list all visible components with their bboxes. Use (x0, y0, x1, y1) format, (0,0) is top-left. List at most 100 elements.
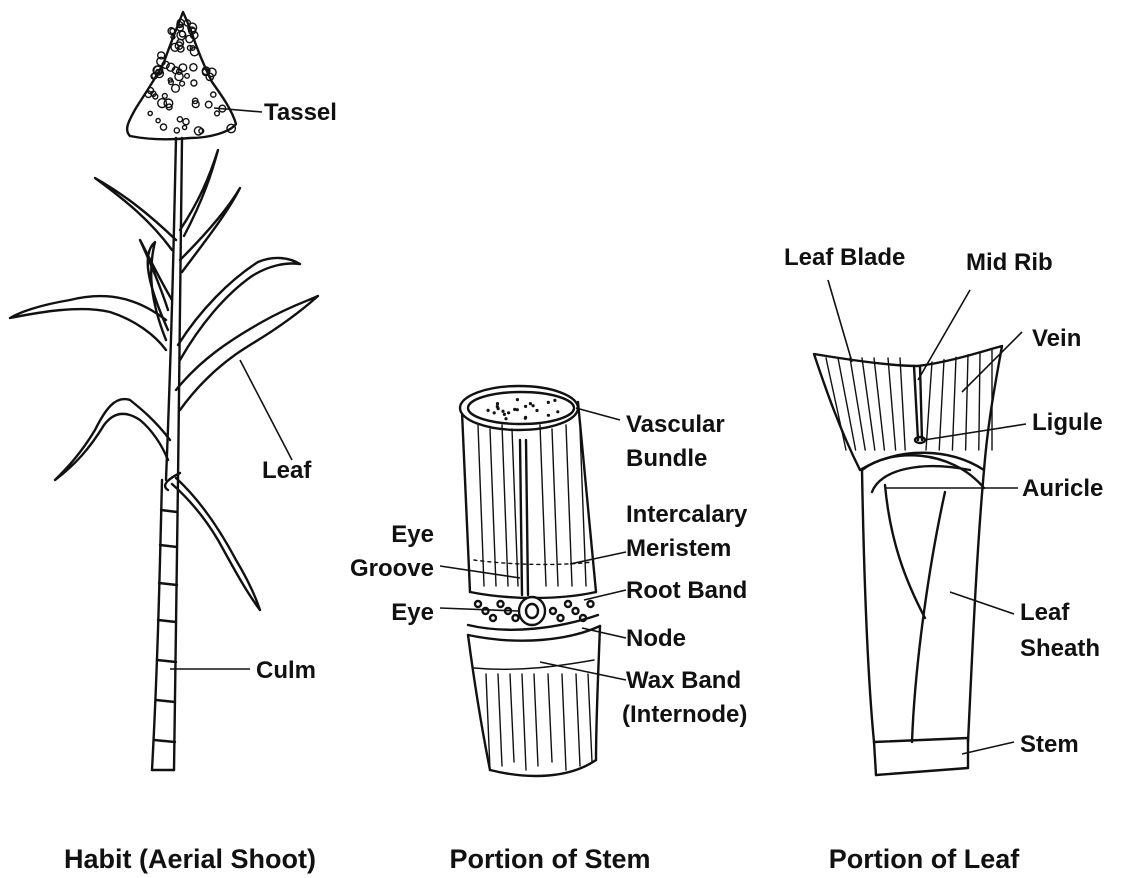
spikelet (179, 31, 185, 37)
label-node: Node (626, 625, 686, 652)
culm-lower-right (174, 480, 178, 770)
striation (548, 674, 552, 762)
wax-band (474, 660, 594, 669)
vascular-dot (547, 401, 550, 404)
vascular-dot (524, 416, 527, 419)
label-intercalary-1: Intercalary (626, 501, 748, 528)
root-primordium (550, 608, 556, 614)
eye-groove-2 (526, 440, 528, 595)
label-vascular-1: Vascular (626, 411, 725, 438)
vascular-dot (496, 402, 499, 405)
label-leaf: Leaf (262, 457, 312, 484)
striation (588, 674, 592, 762)
striation (540, 425, 546, 586)
root-primordium (580, 615, 586, 621)
root-primordium (558, 615, 564, 621)
spikelet (211, 92, 216, 97)
root-primordium (513, 615, 519, 621)
label-leaf-blade: Leaf Blade (784, 244, 905, 271)
label-eye: Eye (391, 599, 434, 626)
striation (534, 674, 538, 766)
root-primordium (490, 615, 496, 621)
vascular-dot (496, 405, 499, 408)
label-root-band: Root Band (626, 577, 747, 604)
spikelet (183, 119, 189, 125)
striation (552, 429, 558, 586)
label-leaf-sheath-2: Sheath (1020, 635, 1100, 662)
spikelet (185, 74, 190, 79)
label-mid-rib: Mid Rib (966, 249, 1053, 276)
root-band-leader (584, 590, 626, 600)
spikelet (183, 125, 187, 129)
leaf-blade-outline (814, 346, 1002, 470)
label-eye-groove-2: Groove (350, 555, 434, 582)
culm-upper-right (178, 138, 182, 480)
spikelet (205, 101, 212, 108)
root-primordium (573, 608, 579, 614)
vascular-dot (547, 414, 550, 417)
striation (512, 429, 518, 586)
leaf-stem-top (874, 738, 968, 742)
vascular-dot (504, 417, 507, 420)
root-primordium (498, 601, 504, 607)
spikelet (179, 64, 187, 72)
leaf-stem-bottom (876, 768, 968, 775)
vascular-dot (556, 410, 559, 413)
spikelet (215, 111, 220, 116)
vascular-dot (501, 410, 504, 413)
caption-leaf: Portion of Leaf (829, 844, 1020, 874)
vascular-dot (513, 408, 516, 411)
habit-leaves (10, 150, 318, 610)
wax-band-leader (540, 662, 626, 680)
striation (576, 674, 580, 766)
spikelet (162, 94, 167, 99)
sheath-fold-2 (912, 492, 945, 742)
node-leader (582, 628, 626, 638)
label-vein: Vein (1032, 325, 1081, 352)
spikelet (160, 124, 166, 130)
label-ligule: Ligule (1032, 409, 1103, 436)
vascular-dot (532, 404, 535, 407)
spikelet (164, 99, 173, 108)
spikelet (172, 84, 180, 92)
spikelet (148, 111, 152, 115)
tassel-spikelets (145, 19, 235, 135)
label-culm: Culm (256, 657, 316, 684)
label-wax-band-2: (Internode) (622, 701, 747, 728)
vascular-bundle-leader (576, 408, 620, 420)
eye-groove (520, 440, 522, 595)
root-primordium (588, 601, 594, 607)
culm-lower-left (152, 480, 162, 770)
leaf-blade-leader (828, 280, 852, 362)
leaf-sheath-leader (950, 592, 1014, 614)
label-wax-band-1: Wax Band (626, 667, 741, 694)
stem-upper-left-edge (462, 412, 470, 592)
striation (498, 674, 502, 766)
root-primordium (475, 601, 481, 607)
vascular-dot (503, 413, 506, 416)
caption-habit: Habit (Aerial Shoot) (64, 844, 316, 874)
vascular-dot (516, 398, 519, 401)
spikelet (191, 80, 197, 86)
spikelet (156, 119, 160, 123)
stem-lower-striations (486, 674, 592, 770)
label-auricle: Auricle (1022, 475, 1103, 502)
vascular-dot (529, 402, 532, 405)
vascular-dot (535, 409, 538, 412)
label-intercalary-2: Meristem (626, 535, 731, 562)
striation (502, 425, 508, 586)
caption-stem: Portion of Stem (450, 844, 651, 874)
vascular-dot (487, 409, 490, 412)
leaf-sheath-left (862, 470, 874, 742)
eye-bud (519, 597, 545, 625)
striation (522, 674, 526, 770)
spikelet (177, 117, 182, 122)
striation (566, 425, 572, 586)
vascular-dot (553, 399, 556, 402)
vascular-dot (507, 411, 510, 414)
sheath-fold-1 (885, 485, 925, 618)
spikelet (190, 64, 197, 71)
spikelet (174, 128, 179, 133)
leaf-sheath-right (968, 470, 984, 742)
